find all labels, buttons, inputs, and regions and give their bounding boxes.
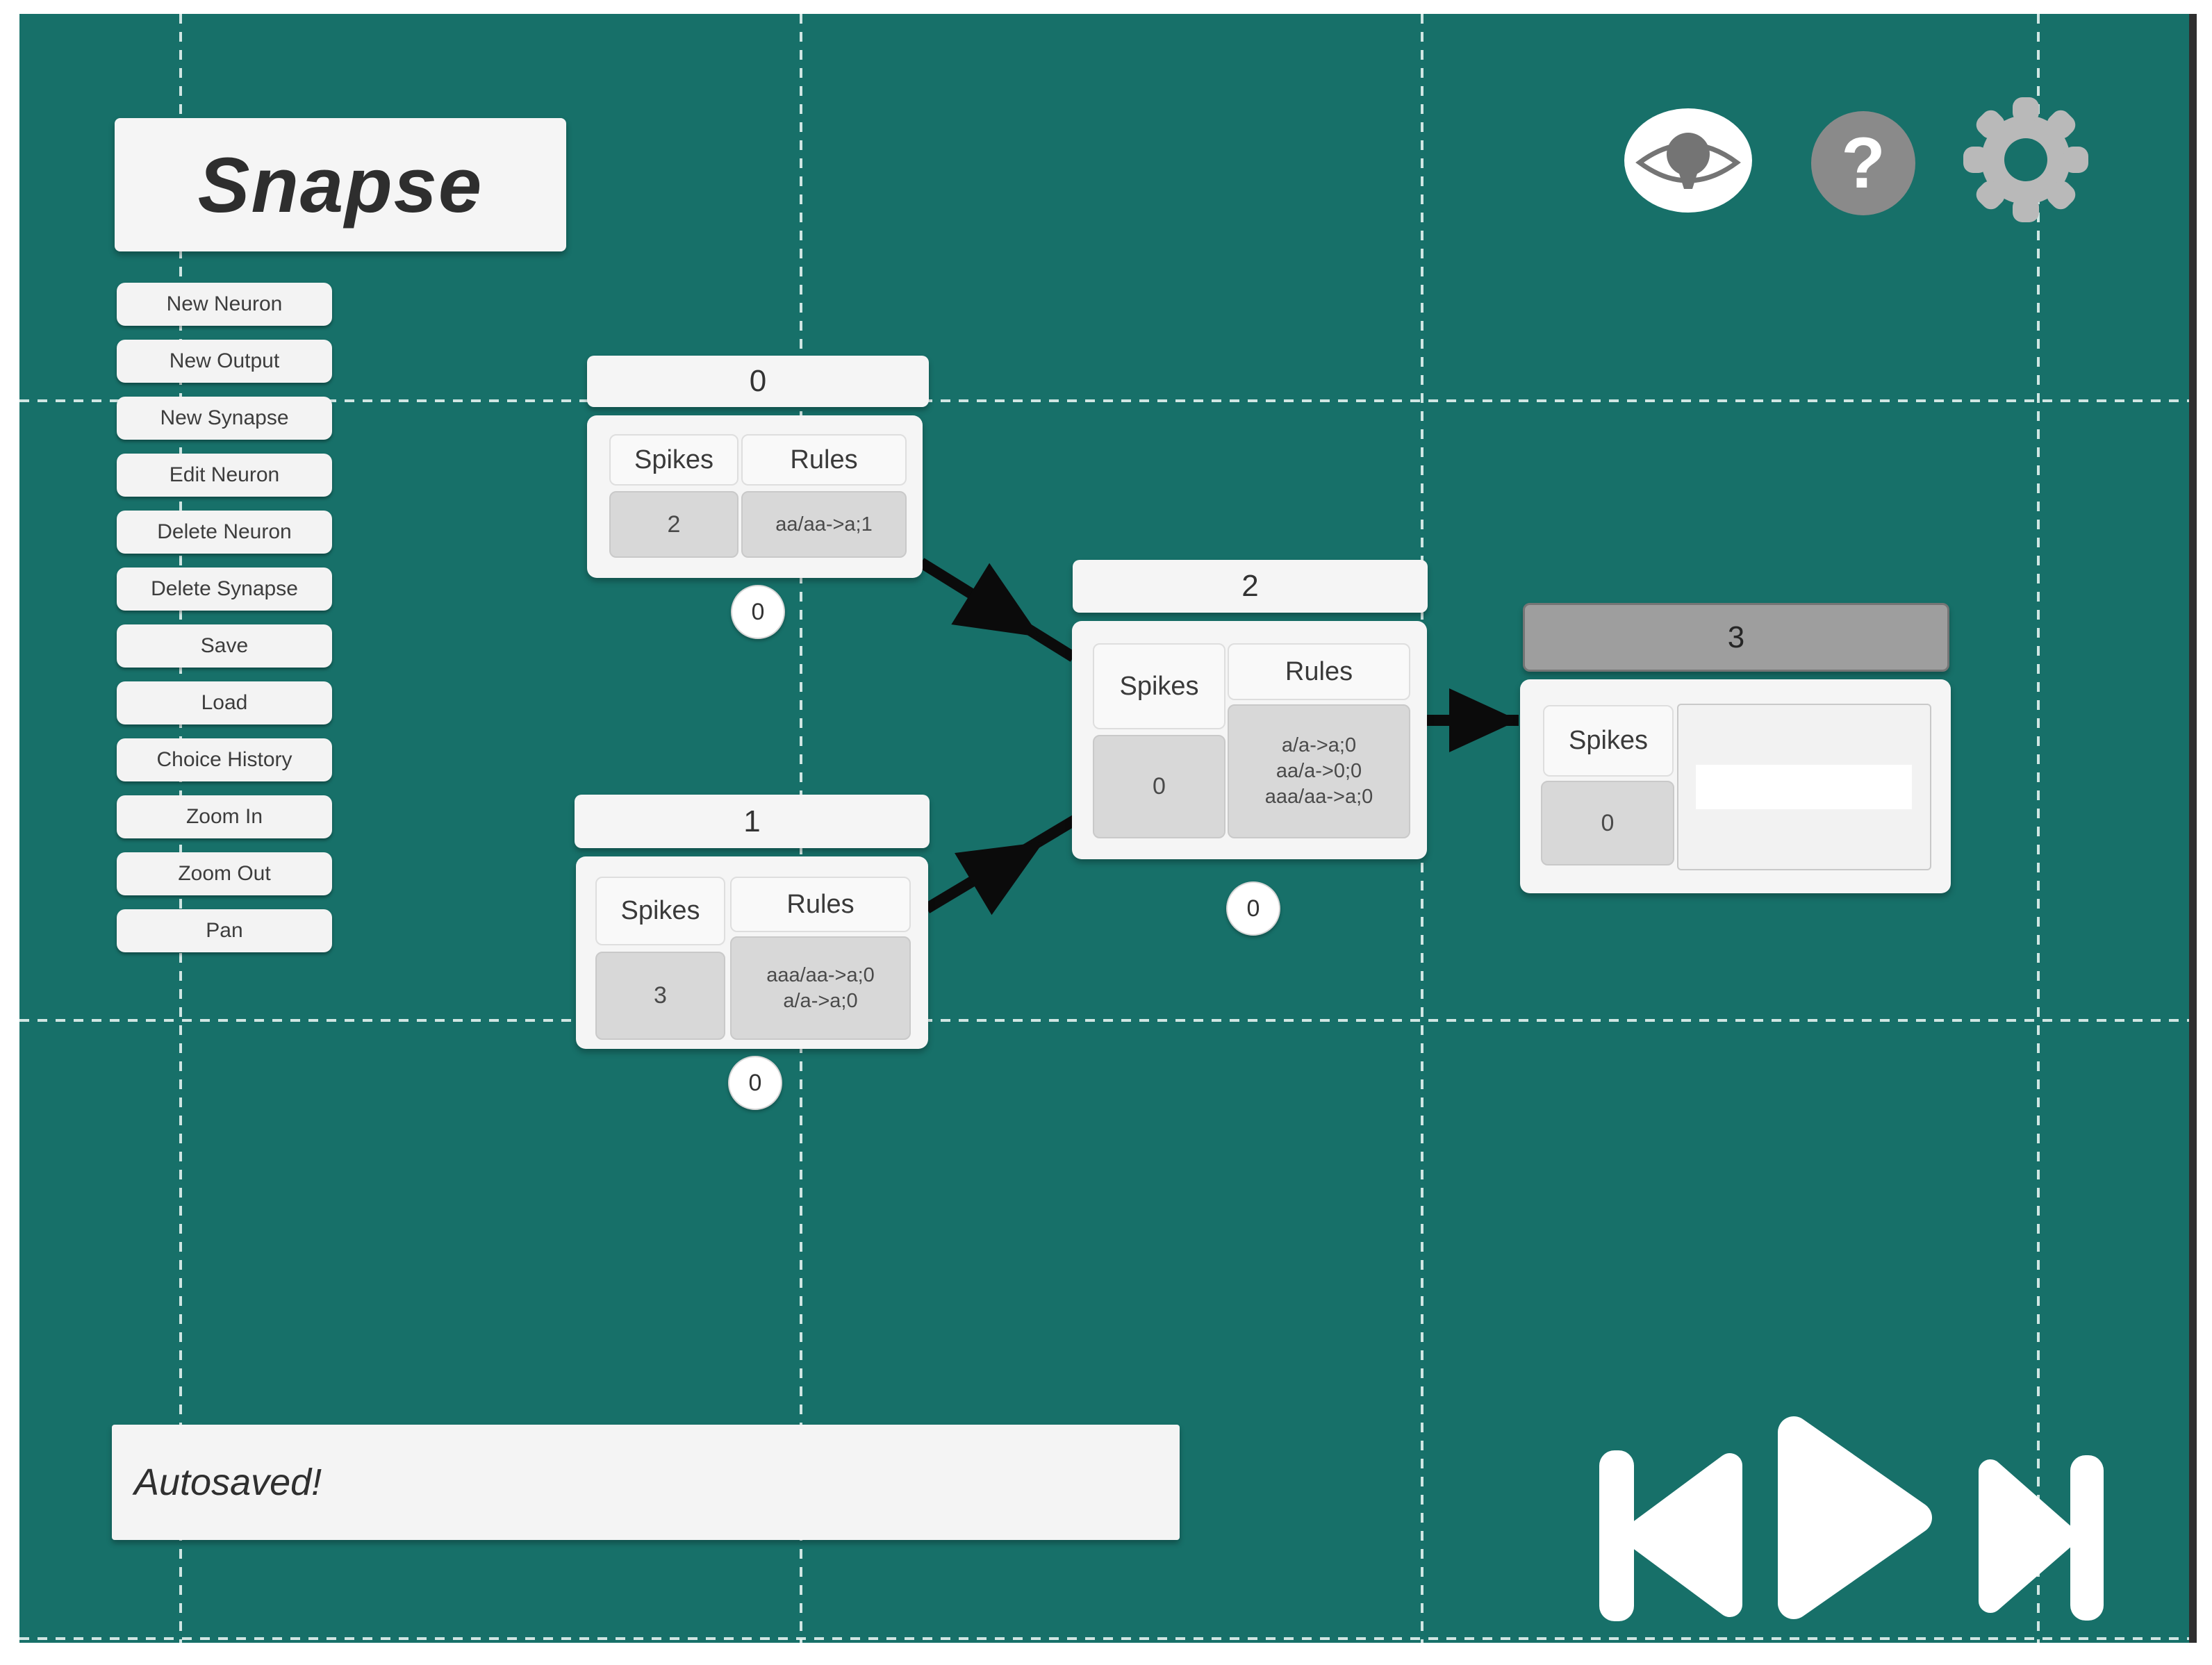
toolbar-button-zoom-in[interactable]: Zoom In <box>117 795 332 838</box>
toolbar-button-edit-neuron[interactable]: Edit Neuron <box>117 454 332 497</box>
neuron-2-spikes-value: 0 <box>1093 735 1225 838</box>
window-right-edge <box>2189 14 2197 1643</box>
neuron-1-rules-value: aaa/aa->a;0 a/a->a;0 <box>730 936 911 1040</box>
neuron-1-rules-label: Rules <box>730 877 911 932</box>
skip-back-button[interactable] <box>1599 1450 1742 1621</box>
neuron-0-spikes-label: Spikes <box>609 434 738 486</box>
neuron-1-counter-badge: 0 <box>728 1056 782 1110</box>
neuron-2-spikes-label: Spikes <box>1093 643 1225 729</box>
toolbar-button-new-neuron[interactable]: New Neuron <box>117 283 332 326</box>
question-icon[interactable]: ? <box>1811 111 1915 215</box>
synapse-2-3[interactable] <box>1423 688 1519 752</box>
neuron-1-spikes-value: 3 <box>595 952 725 1040</box>
output-neuron-3-spikes-value: 0 <box>1541 781 1674 865</box>
status-message: Autosaved! <box>134 1461 322 1503</box>
grid-line-horizontal <box>19 1019 2190 1022</box>
toolbar-button-load[interactable]: Load <box>117 681 332 724</box>
grid-line-vertical <box>2037 14 2040 1643</box>
neuron-0-header[interactable]: 0 <box>587 356 929 407</box>
question-glyph: ? <box>1841 122 1885 204</box>
grid-line-horizontal <box>19 1637 2190 1640</box>
neuron-2-counter-badge: 0 <box>1226 881 1280 936</box>
toolbar-button-pan[interactable]: Pan <box>117 909 332 952</box>
toolbar-button-delete-synapse[interactable]: Delete Synapse <box>117 568 332 611</box>
app-logo: Snapse <box>115 118 566 251</box>
app-logo-text: Snapse <box>197 141 484 229</box>
grid-line-horizontal <box>19 399 2190 402</box>
synapse-0-2[interactable] <box>918 558 1077 668</box>
output-neuron-3-header[interactable]: 3 <box>1523 603 1949 672</box>
neuron-1-spikes-label: Spikes <box>595 877 725 945</box>
synapse-1-2[interactable] <box>923 811 1079 916</box>
status-bar: Autosaved! <box>112 1425 1180 1540</box>
neuron-0-rules-label: Rules <box>741 434 907 486</box>
neuron-0-rules-value: aa/aa->a;1 <box>741 491 907 558</box>
play-button[interactable] <box>1778 1416 1932 1619</box>
skip-forward-button[interactable] <box>1979 1455 2104 1621</box>
neuron-2-header[interactable]: 2 <box>1073 560 1428 613</box>
toolbar-button-save[interactable]: Save <box>117 624 332 668</box>
toolbar-button-delete-neuron[interactable]: Delete Neuron <box>117 511 332 554</box>
eye-icon[interactable] <box>1624 108 1752 213</box>
output-neuron-3-spikes-label: Spikes <box>1543 705 1674 777</box>
neuron-1-header[interactable]: 1 <box>575 795 930 848</box>
toolbar-button-new-synapse[interactable]: New Synapse <box>117 397 332 440</box>
neuron-0-spikes-value: 2 <box>609 491 738 558</box>
gear-icon[interactable] <box>1963 97 2088 222</box>
neuron-0-counter-badge: 0 <box>731 585 785 639</box>
toolbar-button-zoom-out[interactable]: Zoom Out <box>117 852 332 895</box>
output-neuron-3-record-stripe <box>1696 765 1912 809</box>
toolbar-button-choice-history[interactable]: Choice History <box>117 738 332 781</box>
playback-controls <box>1599 1416 2104 1621</box>
toolbar-button-new-output[interactable]: New Output <box>117 340 332 383</box>
neuron-2-rules-label: Rules <box>1228 643 1410 700</box>
neuron-2-rules-value: a/a->a;0 aa/a->0;0 aaa/aa->a;0 <box>1228 704 1410 838</box>
